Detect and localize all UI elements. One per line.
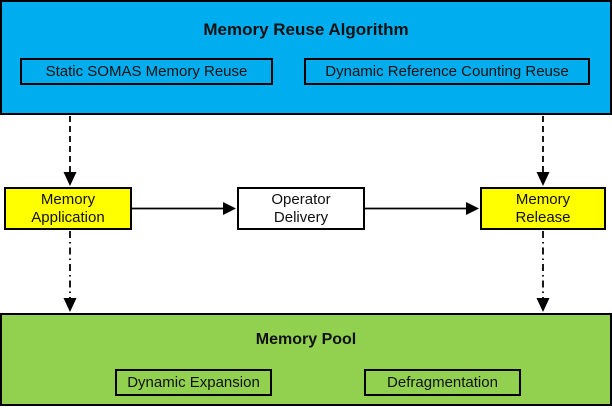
algorithm-title: Memory Reuse Algorithm xyxy=(203,20,409,39)
arrow-delivery-to-release xyxy=(365,202,479,215)
dynamic-expansion-label: Dynamic Expansion xyxy=(127,374,260,391)
dynamic-expansion-box: Dynamic Expansion xyxy=(115,369,272,396)
operator-delivery-label: Operator Delivery xyxy=(271,190,331,226)
memory-pool-title: Memory Pool xyxy=(255,331,357,348)
dynamic-ref-counting-label: Dynamic Reference Counting Reuse xyxy=(325,63,569,80)
arrow-application-to-pool xyxy=(63,231,77,312)
memory-application-node: Memory Application xyxy=(4,187,132,230)
memory-application-label: Memory Application xyxy=(31,190,105,226)
arrow-release-to-pool xyxy=(536,231,550,312)
operator-delivery-node: Operator Delivery xyxy=(237,187,365,230)
static-somas-box: Static SOMAS Memory Reuse xyxy=(20,58,273,85)
static-somas-label: Static SOMAS Memory Reuse xyxy=(45,63,248,80)
dynamic-ref-counting-box: Dynamic Reference Counting Reuse xyxy=(304,58,590,85)
defragmentation-box: Defragmentation xyxy=(364,369,521,396)
memory-pool-panel xyxy=(0,313,612,406)
memory-release-label: Memory Release xyxy=(515,190,571,226)
algorithm-panel xyxy=(0,0,612,115)
memory-release-node: Memory Release xyxy=(480,187,606,230)
arrow-algorithm-to-application xyxy=(63,116,77,186)
defragmentation-label: Defragmentation xyxy=(387,374,498,391)
arrow-algorithm-to-release xyxy=(536,116,550,186)
arrow-application-to-delivery xyxy=(132,202,236,215)
